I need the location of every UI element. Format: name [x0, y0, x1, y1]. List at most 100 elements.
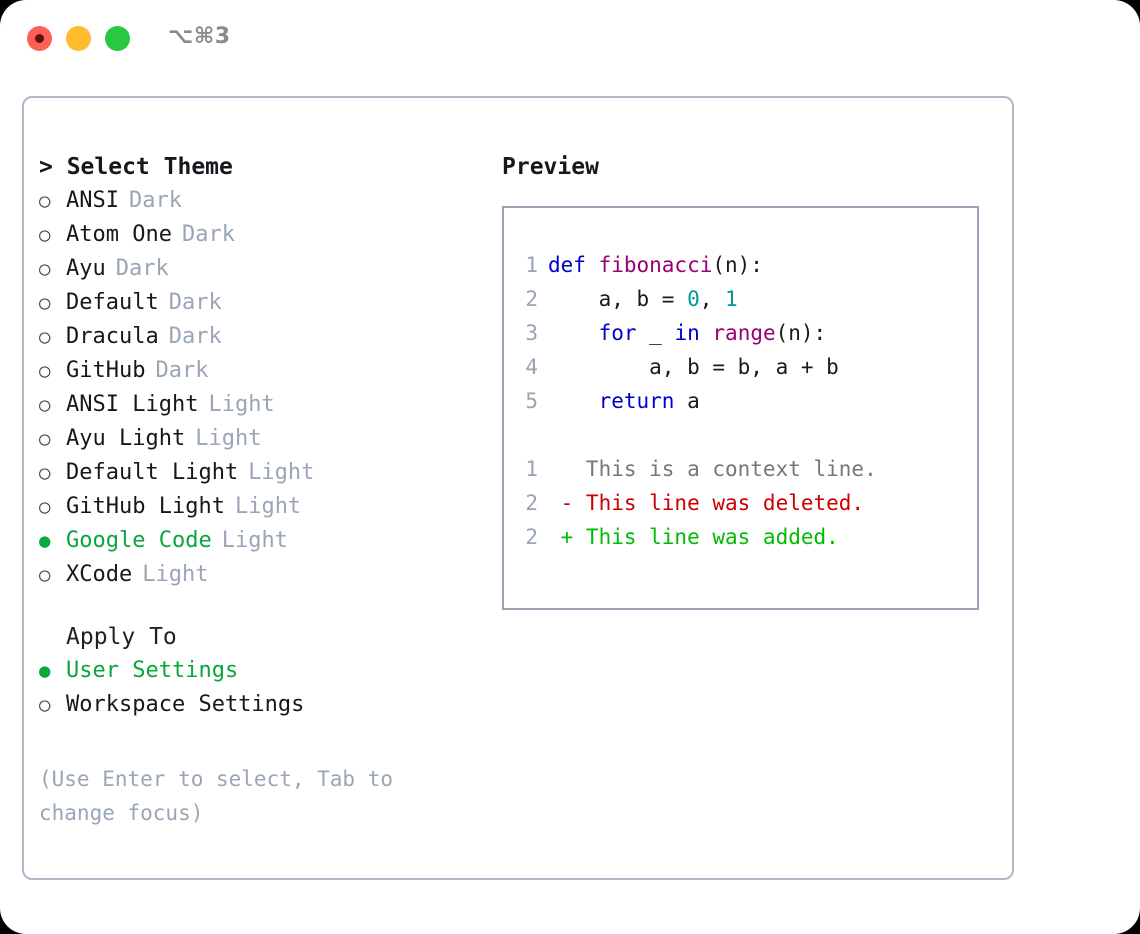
theme-option-variant-badge: Light: [195, 426, 262, 451]
diff-line: 2 + This line was added.: [504, 520, 977, 554]
token-fn: fibonacci: [598, 253, 713, 277]
token-plain: [548, 321, 599, 345]
theme-option-atom-one[interactable]: ○ Atom One Dark: [39, 218, 494, 252]
code-text: for _ in range(n):: [548, 316, 827, 350]
radio-unselected-icon: ○: [39, 258, 51, 280]
select-theme-heading: > Select Theme: [39, 154, 233, 180]
token-plain: a: [674, 389, 700, 413]
radio-unselected-icon: ○: [39, 394, 51, 416]
radio-unselected-icon: ○: [39, 428, 51, 450]
code-text: a, b = 0, 1: [548, 282, 738, 316]
radio-unselected-icon: ○: [39, 326, 51, 348]
token-num: 1: [725, 287, 738, 311]
apply-to-option-label: Workspace Settings: [66, 692, 305, 717]
radio-unselected-icon: ○: [39, 360, 51, 382]
theme-option-variant-badge: Light: [142, 562, 209, 587]
apply-to-option-list: ● User Settings ○ Workspace Settings: [39, 654, 494, 722]
theme-option-ayu[interactable]: ○ Ayu Dark: [39, 252, 494, 286]
theme-option-label: Google Code: [66, 528, 212, 553]
apply-to-option-label: User Settings: [66, 658, 239, 683]
token-add: + This line was added.: [548, 525, 839, 549]
theme-option-label: Ayu: [66, 256, 106, 281]
theme-option-label: ANSI Light: [66, 392, 199, 417]
theme-option-variant-badge: Dark: [115, 256, 169, 281]
code-line: 5 return a: [504, 384, 977, 418]
theme-option-ansi-light[interactable]: ○ ANSI Light Light: [39, 388, 494, 422]
code-line: 3 for _ in range(n):: [504, 316, 977, 350]
theme-option-variant-badge: Light: [248, 460, 315, 485]
line-number: 2: [525, 287, 538, 311]
theme-option-variant-badge: Dark: [168, 290, 222, 315]
theme-option-label: GitHub: [66, 358, 146, 383]
theme-option-variant-badge: Light: [234, 494, 302, 519]
token-plain: (n):: [712, 253, 763, 277]
theme-option-variant-badge: Light: [221, 528, 288, 553]
token-kw: for: [598, 321, 637, 345]
radio-unselected-icon: ○: [39, 190, 51, 212]
code-text: a, b = b, a + b: [548, 350, 839, 384]
code-line: 1 def fibonacci(n):: [504, 248, 977, 282]
minimize-button[interactable]: [66, 26, 91, 51]
code-line: 2 a, b = 0, 1: [504, 282, 977, 316]
token-plain: a, b = b, a + b: [548, 355, 839, 379]
theme-option-variant-badge: Dark: [128, 188, 182, 213]
radio-unselected-icon: ○: [39, 496, 51, 518]
theme-option-variant-badge: Dark: [181, 222, 235, 247]
close-button[interactable]: [27, 26, 52, 51]
line-number: 5: [525, 389, 538, 413]
line-number: 3: [525, 321, 538, 345]
line-number: 1: [525, 457, 538, 481]
token-ctx: This is a context line.: [548, 457, 877, 481]
token-plain: _: [636, 321, 675, 345]
maximize-button[interactable]: [105, 26, 130, 51]
radio-selected-icon: ●: [39, 660, 51, 682]
keyboard-shortcut-label: ⌥⌘3: [168, 24, 231, 49]
theme-option-label: Default Light: [66, 460, 239, 485]
theme-option-google-code[interactable]: ● Google Code Light: [39, 524, 494, 558]
theme-option-default-light[interactable]: ○ Default Light Light: [39, 456, 494, 490]
radio-unselected-icon: ○: [39, 694, 51, 716]
apply-to-option-user-settings[interactable]: ● User Settings: [39, 654, 494, 688]
diff-line: 2 - This line was deleted.: [504, 486, 977, 520]
theme-option-label: Atom One: [66, 222, 172, 247]
theme-option-variant-badge: Light: [208, 392, 275, 417]
radio-unselected-icon: ○: [39, 564, 51, 586]
token-kw: def: [548, 253, 599, 277]
apply-to-option-workspace-settings[interactable]: ○ Workspace Settings: [39, 688, 494, 722]
theme-option-xcode[interactable]: ○ XCode Light: [39, 558, 494, 592]
radio-selected-icon: ●: [39, 530, 51, 552]
line-number: 1: [525, 253, 538, 277]
diff-text: - This line was deleted.: [548, 486, 864, 520]
code-diff-gap: [504, 418, 977, 452]
theme-option-label: Default: [66, 290, 159, 315]
token-plain: [548, 389, 599, 413]
diff-preview: 1 This is a context line. 2 - This line w…: [504, 452, 977, 554]
token-plain: a, b =: [548, 287, 688, 311]
keyboard-hint-text: (Use Enter to select, Tab to change focu…: [39, 767, 394, 825]
theme-option-variant-badge: Dark: [168, 324, 222, 349]
code-line: 4 a, b = b, a + b: [504, 350, 977, 384]
traffic-lights: [27, 26, 130, 51]
token-plain: [700, 321, 713, 345]
token-del: - This line was deleted.: [548, 491, 865, 515]
theme-option-label: XCode: [66, 562, 133, 587]
radio-unselected-icon: ○: [39, 292, 51, 314]
line-number: 2: [525, 525, 538, 549]
radio-unselected-icon: ○: [39, 224, 51, 246]
line-number: 2: [525, 491, 538, 515]
token-plain: ,: [699, 287, 726, 311]
radio-unselected-icon: ○: [39, 462, 51, 484]
theme-option-default[interactable]: ○ Default Dark: [39, 286, 494, 320]
diff-text: This is a context line.: [548, 452, 877, 486]
code-text: def fibonacci(n):: [548, 248, 763, 282]
